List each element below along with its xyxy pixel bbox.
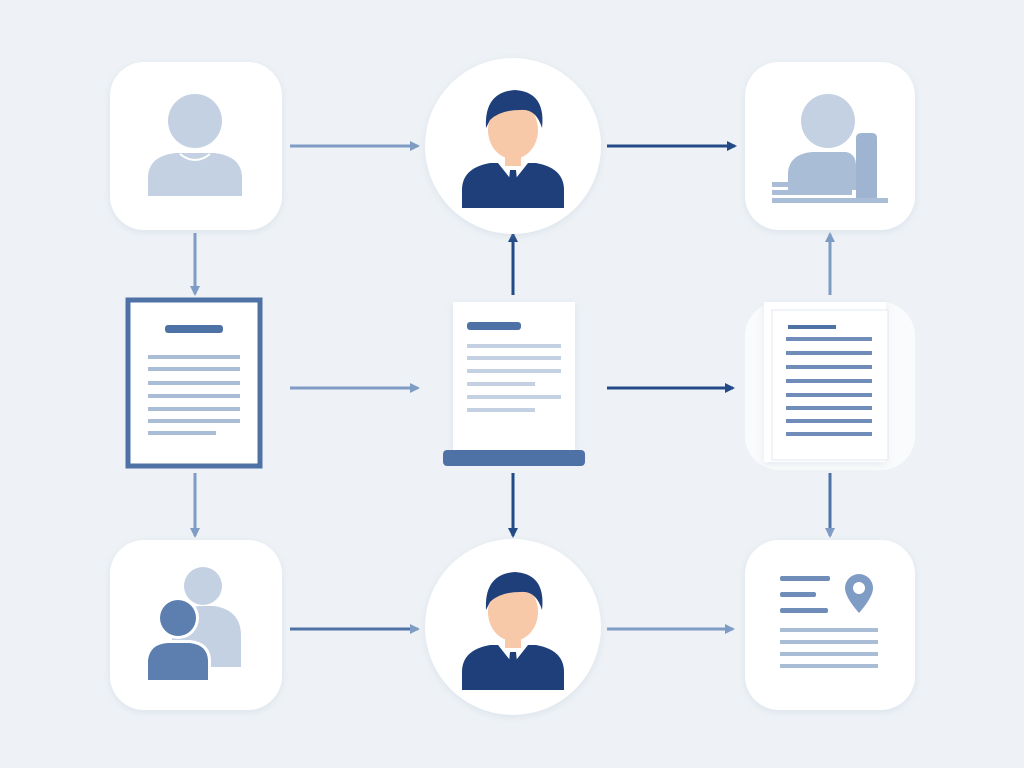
node-top-center xyxy=(425,58,601,234)
stacked-document-icon xyxy=(764,302,889,462)
framed-document-icon xyxy=(125,297,263,469)
node-middle-center xyxy=(443,302,585,466)
node-top-right xyxy=(745,62,915,230)
node-top-left xyxy=(110,62,282,230)
node-middle-left xyxy=(125,297,263,469)
node-bottom-right xyxy=(745,540,915,710)
generic-user-icon xyxy=(148,94,242,196)
document-on-stand-icon xyxy=(443,302,585,466)
node-bottom-left xyxy=(110,540,282,710)
user-at-desk-icon xyxy=(772,94,888,203)
businessman-icon xyxy=(462,90,564,208)
user-group-icon xyxy=(145,567,241,680)
node-bottom-center xyxy=(425,539,601,715)
location-document-icon xyxy=(780,574,878,668)
node-middle-right xyxy=(745,302,915,470)
arrows xyxy=(190,141,835,634)
businessman-icon xyxy=(462,572,564,690)
